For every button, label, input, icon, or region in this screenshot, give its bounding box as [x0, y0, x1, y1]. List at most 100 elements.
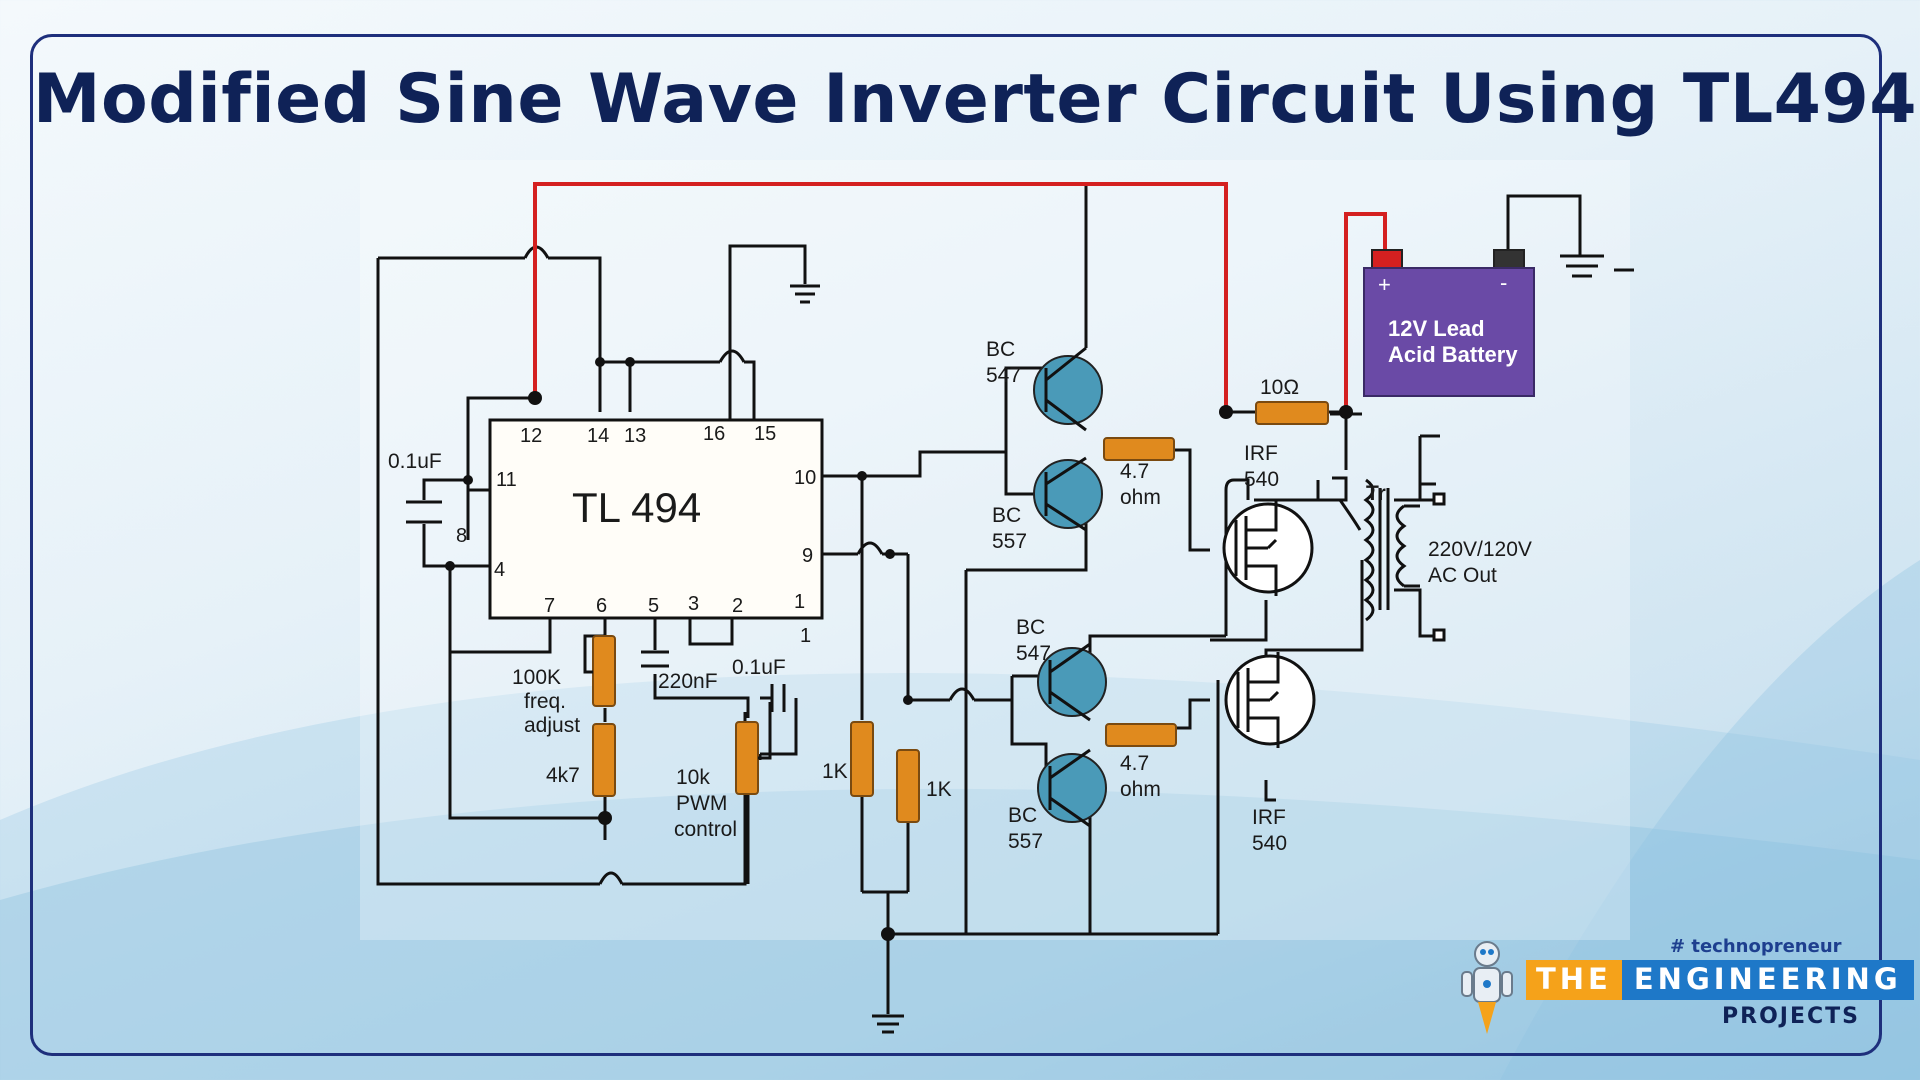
logo-word-projects: PROJECTS	[1722, 1004, 1860, 1029]
pin-1-marker: 1	[800, 625, 811, 647]
label-freq-3: adjust	[524, 714, 580, 737]
resistor-100k	[592, 635, 616, 707]
robot-logo-icon	[1461, 941, 1513, 1034]
pin-15: 15	[754, 423, 776, 445]
resistor-1k-b	[896, 749, 920, 823]
bjt-transistors	[1033, 346, 1107, 828]
pin-6: 6	[596, 595, 607, 617]
resistor-4.7-bottom	[1105, 723, 1177, 747]
border-frame	[30, 34, 1882, 1056]
ground-symbol-top	[790, 284, 820, 304]
ic-tl494	[488, 418, 824, 620]
battery-plus-sign: +	[1378, 272, 1391, 297]
label-cap-0.1uf-left: 0.1uF	[388, 450, 442, 473]
pin-13: 13	[624, 425, 646, 447]
label-bc557-bottom-1: BC	[1008, 804, 1037, 827]
pin-14: 14	[587, 425, 609, 447]
pin-7: 7	[544, 595, 555, 617]
label-ac-out-2: AC Out	[1428, 564, 1497, 587]
logo-word-the: THE	[1526, 960, 1622, 1000]
cap-220nf	[641, 650, 669, 668]
ac-terminal-bottom	[1432, 628, 1446, 642]
label-irf-top-2: 540	[1244, 468, 1279, 491]
label-bc557-bottom-2: 557	[1008, 830, 1043, 853]
ic-name: TL 494	[572, 484, 701, 531]
label-pwm-3: control	[674, 818, 737, 841]
logo-word-engineering: ENGINEERING	[1621, 960, 1914, 1000]
label-r47-top-2: ohm	[1120, 486, 1161, 509]
ic-pin-labels: 12 14 13 16 15 11 8 4 10 9 7 6 5 3 2 1 1	[456, 423, 816, 647]
label-bc547-top-2: 547	[986, 364, 1021, 387]
logo-tagline: # technopreneur	[1670, 936, 1842, 957]
transistor-bc547-bottom	[1037, 642, 1107, 722]
pin-8: 8	[456, 525, 467, 547]
pin-3: 3	[688, 593, 699, 615]
ground-symbol-bottom	[872, 934, 904, 1034]
label-irf-bottom-2: 540	[1252, 832, 1287, 855]
label-r47-bottom-2: ohm	[1120, 778, 1161, 801]
label-220nf: 220nF	[658, 670, 718, 693]
cap-0.1uf-left	[406, 500, 442, 524]
label-10ohm: 10Ω	[1260, 376, 1299, 399]
label-bc547-bottom-2: 547	[1016, 642, 1051, 665]
label-irf-top-1: IRF	[1244, 442, 1278, 465]
label-bc557-top-2: 557	[992, 530, 1027, 553]
label-r47-top-1: 4.7	[1120, 460, 1149, 483]
pin-1: 1	[794, 591, 805, 613]
label-irf-bottom-1: IRF	[1252, 806, 1286, 829]
battery: + - 12V Lead Acid Battery	[1363, 249, 1535, 397]
supply-wires-red	[533, 182, 1387, 412]
component-labels: 0.1uF 100K freq. adjust 4k7 220nF 0.1uF …	[388, 338, 1532, 855]
label-bc547-top-1: BC	[986, 338, 1015, 361]
junction-dots	[445, 357, 1353, 941]
pin-9: 9	[802, 545, 813, 567]
battery-body	[1363, 267, 1535, 397]
logo-wordmark: THE ENGINEERING	[1526, 960, 1914, 1000]
black-wires	[376, 184, 1634, 936]
resistor-4k7	[592, 723, 616, 797]
label-bc547-bottom-1: BC	[1016, 616, 1045, 639]
transformer	[1363, 478, 1420, 622]
mosfet-irf540-top	[1222, 500, 1314, 596]
transistor-bc557-bottom	[1037, 748, 1107, 828]
label-ac-out-1: 220V/120V	[1428, 538, 1532, 561]
ground-symbols	[790, 254, 1604, 1034]
pin-11: 11	[496, 469, 517, 491]
label-pwm-2: PWM	[676, 792, 727, 815]
label-cap-0.1uf-mid: 0.1uF	[732, 656, 786, 679]
resistor-10k-pwm	[735, 721, 759, 795]
label-4k7: 4k7	[546, 764, 580, 787]
mosfet-irf540-bottom	[1224, 652, 1316, 748]
label-pwm-1: 10k	[676, 766, 710, 789]
label-transformer: Tr	[1366, 482, 1386, 505]
ground-symbol-battery	[1560, 254, 1604, 278]
wiper-10k	[758, 702, 772, 760]
resistor-4.7-top	[1103, 437, 1175, 461]
battery-minus-sign: -	[1500, 270, 1507, 295]
label-r47-bottom-1: 4.7	[1120, 752, 1149, 775]
pin-4: 4	[494, 559, 505, 581]
capacitors	[406, 500, 786, 712]
label-1k-b: 1K	[926, 778, 952, 801]
pot-wipers	[585, 670, 772, 760]
resistor-10ohm	[1255, 401, 1329, 425]
pin-2: 2	[732, 595, 743, 617]
page-title: Modified Sine Wave Inverter Circuit Usin…	[32, 60, 1918, 139]
pin-16: 16	[703, 423, 725, 445]
pin-10: 10	[794, 467, 816, 489]
ac-terminal-top	[1432, 492, 1446, 506]
resistors	[592, 401, 1329, 823]
pin-5: 5	[648, 595, 659, 617]
battery-label-1: 12V Lead	[1388, 316, 1485, 341]
label-bc557-top-1: BC	[992, 504, 1021, 527]
transistor-bc547-top	[1033, 346, 1103, 432]
transistor-bc557-top	[1033, 456, 1103, 532]
label-freq-1: 100K	[512, 666, 561, 689]
pin-12: 12	[520, 425, 542, 447]
mosfets	[1222, 500, 1316, 748]
resistor-1k-a	[850, 721, 874, 797]
cap-0.1uf-mid	[770, 684, 786, 712]
label-freq-2: freq.	[524, 690, 566, 713]
battery-label-2: Acid Battery	[1388, 342, 1518, 367]
